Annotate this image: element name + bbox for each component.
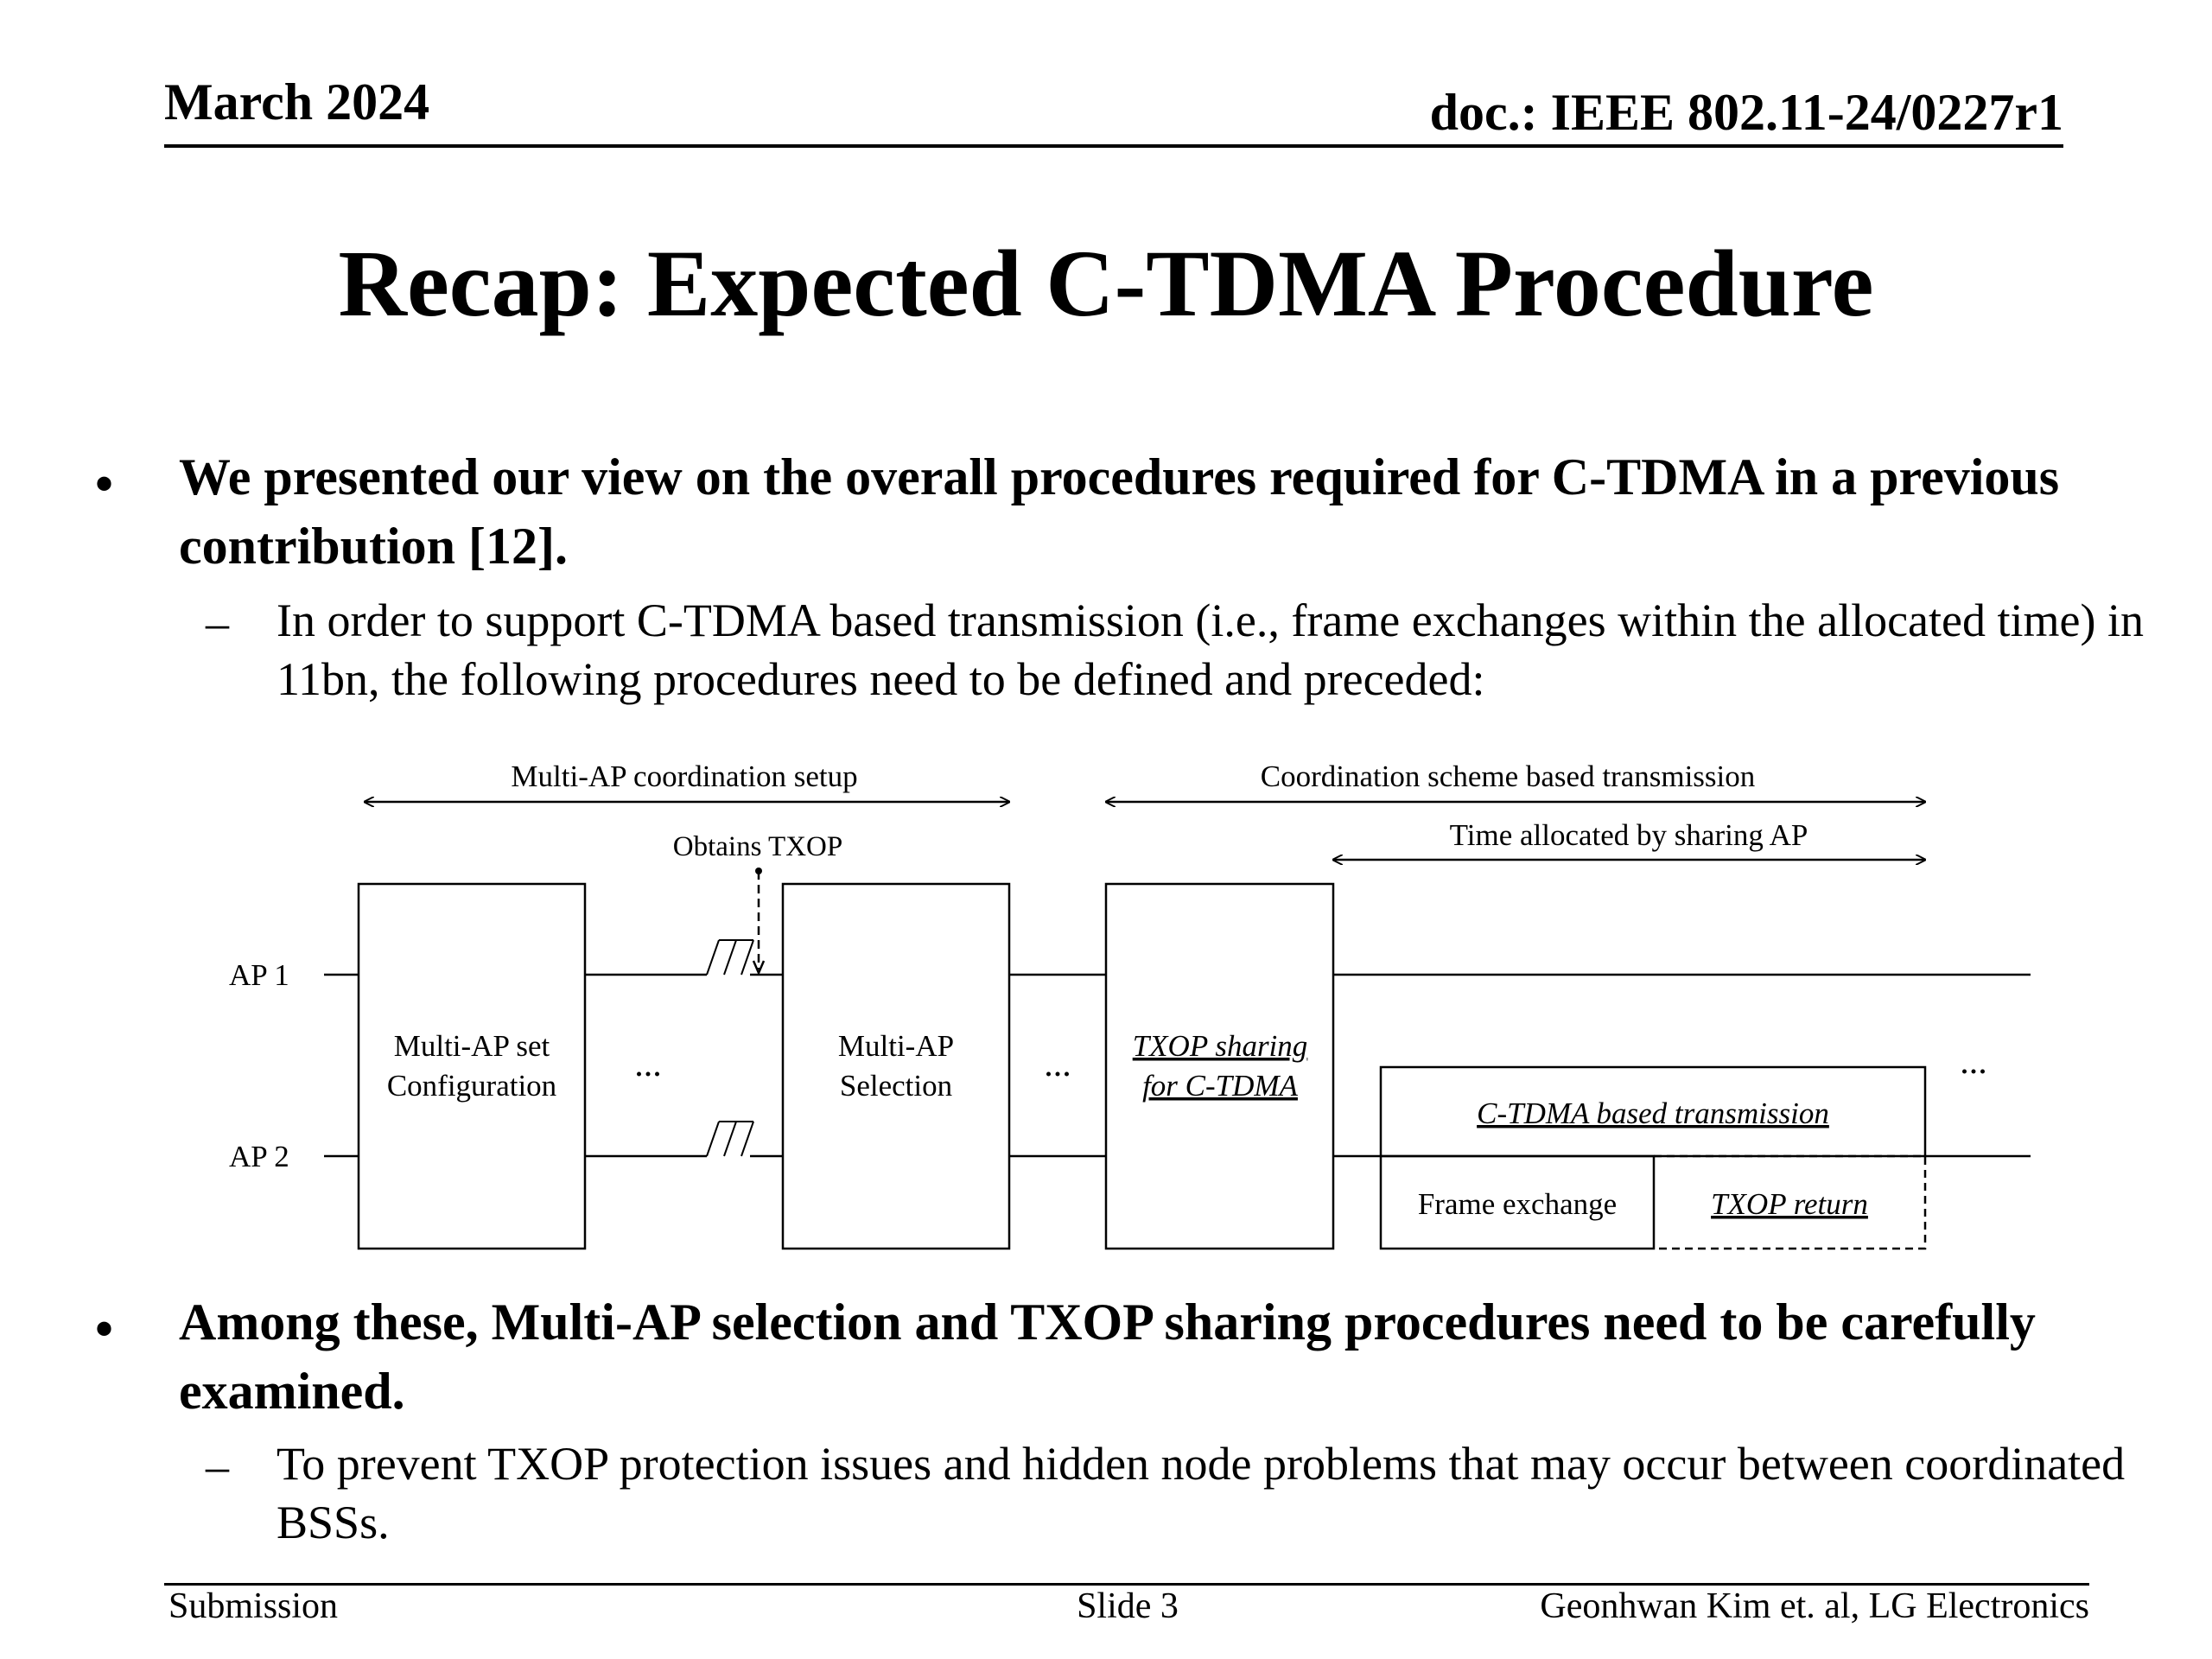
ctdma-box-label: C-TDMA based transmission (1477, 1096, 1829, 1130)
txop-sharing-box (1104, 882, 1335, 1250)
txop-box-label-line1: TXOP sharing (1133, 1029, 1308, 1063)
obtains-txop-label: Obtains TXOP (673, 831, 843, 862)
footer-author: Geonhwan Kim et. al, LG Electronics (1540, 1586, 2089, 1626)
footer-submission: Submission (168, 1586, 339, 1626)
frame-exchange-box (1379, 1154, 1656, 1250)
sub-bullet-text: To prevent TXOP protection issues and hi… (276, 1438, 2126, 1548)
ap2-label: AP 2 (229, 1140, 289, 1173)
footer-slide-number: Slide 3 (1077, 1586, 1179, 1626)
ap2-time-break (706, 1121, 754, 1157)
selection-box-label-line2: Selection (840, 1069, 952, 1103)
bullet-marker: • (95, 455, 114, 512)
txop-return-box (1654, 1154, 1927, 1250)
ctdma-procedure-diagram: Multi-AP coordination setup Coordination… (229, 760, 2031, 1250)
header-date: March 2024 (164, 73, 430, 130)
sub-bullet-marker: – (206, 597, 229, 649)
multi-ap-config-box (357, 882, 587, 1250)
header-doc-id: doc.: IEEE 802.11-24/0227r1 (1429, 84, 2063, 141)
sub-bullet-marker: – (206, 1440, 229, 1492)
txop-return-label: TXOP return (1711, 1187, 1868, 1221)
config-box-label-line1: Multi-AP set (394, 1029, 550, 1063)
bullet-marker: • (95, 1300, 114, 1357)
frame-exchange-label: Frame exchange (1418, 1187, 1617, 1221)
obtains-txop-arrowhead (752, 960, 766, 976)
ellipsis-3: ... (1960, 1042, 1987, 1082)
slide-title: Recap: Expected C-TDMA Procedure (338, 231, 1874, 336)
multi-ap-selection-box (781, 882, 1011, 1250)
sub-bullet-text: In order to support C-TDMA based transmi… (276, 594, 2144, 705)
bullet-text: We presented our view on the overall pro… (179, 448, 2060, 575)
bullet-text: Among these, Multi-AP selection and TXOP… (179, 1294, 2036, 1420)
txop-box-label-line2: for C-TDMA (1142, 1069, 1298, 1103)
transmission-phase-label: Coordination scheme based transmission (1261, 760, 1756, 793)
ap1-time-break (706, 939, 754, 976)
setup-phase-label: Multi-AP coordination setup (511, 760, 857, 793)
footer-rule (164, 1583, 2089, 1586)
ap1-label: AP 1 (229, 958, 289, 992)
time-allocated-label: Time allocated by sharing AP (1450, 818, 1808, 852)
ellipsis-1: ... (634, 1045, 662, 1084)
ellipsis-2: ... (1044, 1045, 1071, 1084)
header-rule (164, 144, 2063, 148)
config-box-label-line2: Configuration (387, 1069, 556, 1103)
selection-box-label-line1: Multi-AP (838, 1029, 954, 1063)
